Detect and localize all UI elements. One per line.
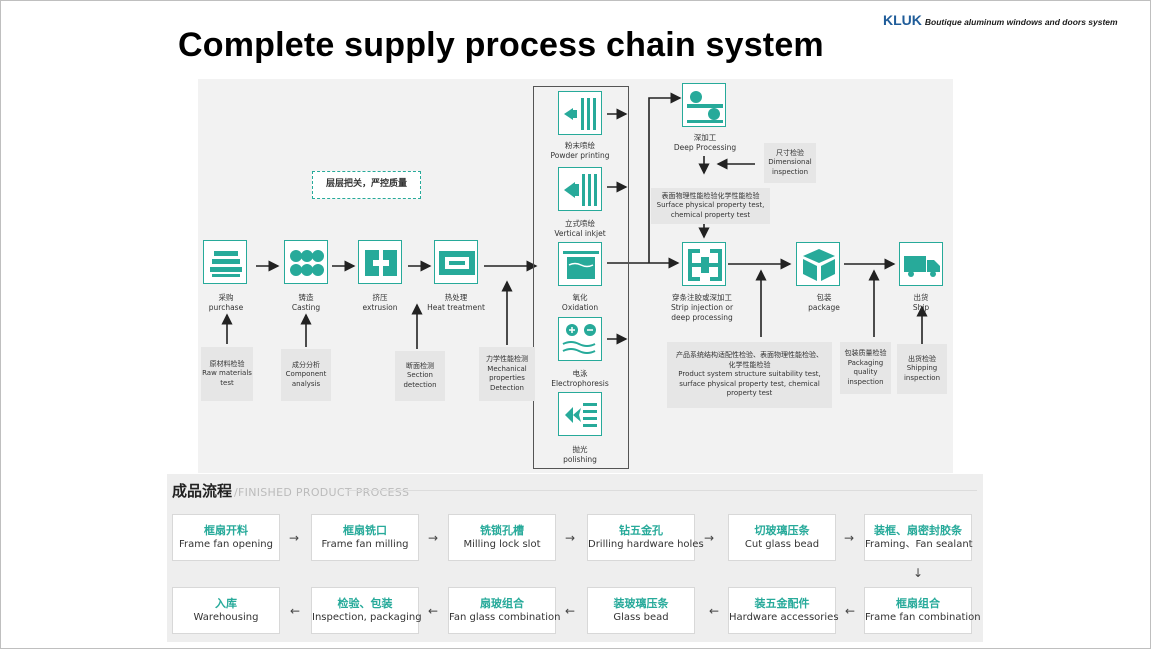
arrow-right: →: [703, 531, 715, 545]
tank-icon: [558, 242, 602, 286]
press-icon: [358, 240, 402, 284]
truck-icon: [899, 242, 943, 286]
arrow-right: →: [288, 531, 300, 545]
surface-treatment-group: [533, 86, 629, 469]
strip-profile-icon: [682, 242, 726, 286]
spray-icon: [558, 91, 602, 135]
arrow-left: ←: [564, 604, 576, 618]
arrow-right: →: [427, 531, 439, 545]
title-divider: [347, 490, 977, 491]
arrow-right: →: [564, 531, 576, 545]
brand-logo: KLUK: [883, 12, 922, 28]
finished-title: 成品流程/FINISHED PRODUCT PROCESS: [172, 482, 410, 500]
arrow-left: ←: [427, 604, 439, 618]
arrow-left: ←: [708, 604, 720, 618]
furnace-icon: [434, 240, 478, 284]
polish-icon: [558, 392, 602, 436]
arrow-left: ←: [289, 604, 301, 618]
arrow-left: ←: [844, 604, 856, 618]
rollers-icon: [682, 83, 726, 127]
arrow-right: →: [843, 531, 855, 545]
brand-tagline: Boutique aluminum windows and doors syst…: [924, 17, 1118, 27]
electrode-icon: [558, 317, 602, 361]
stack-icon: [203, 240, 247, 284]
page-title: Complete supply process chain system: [178, 26, 824, 64]
circles-icon: [284, 240, 328, 284]
box-icon: [796, 242, 840, 286]
spray-vertical-icon: [558, 167, 602, 211]
quality-slogan: 层层把关，严控质量: [312, 171, 421, 199]
arrow-down: ↓: [912, 566, 924, 580]
